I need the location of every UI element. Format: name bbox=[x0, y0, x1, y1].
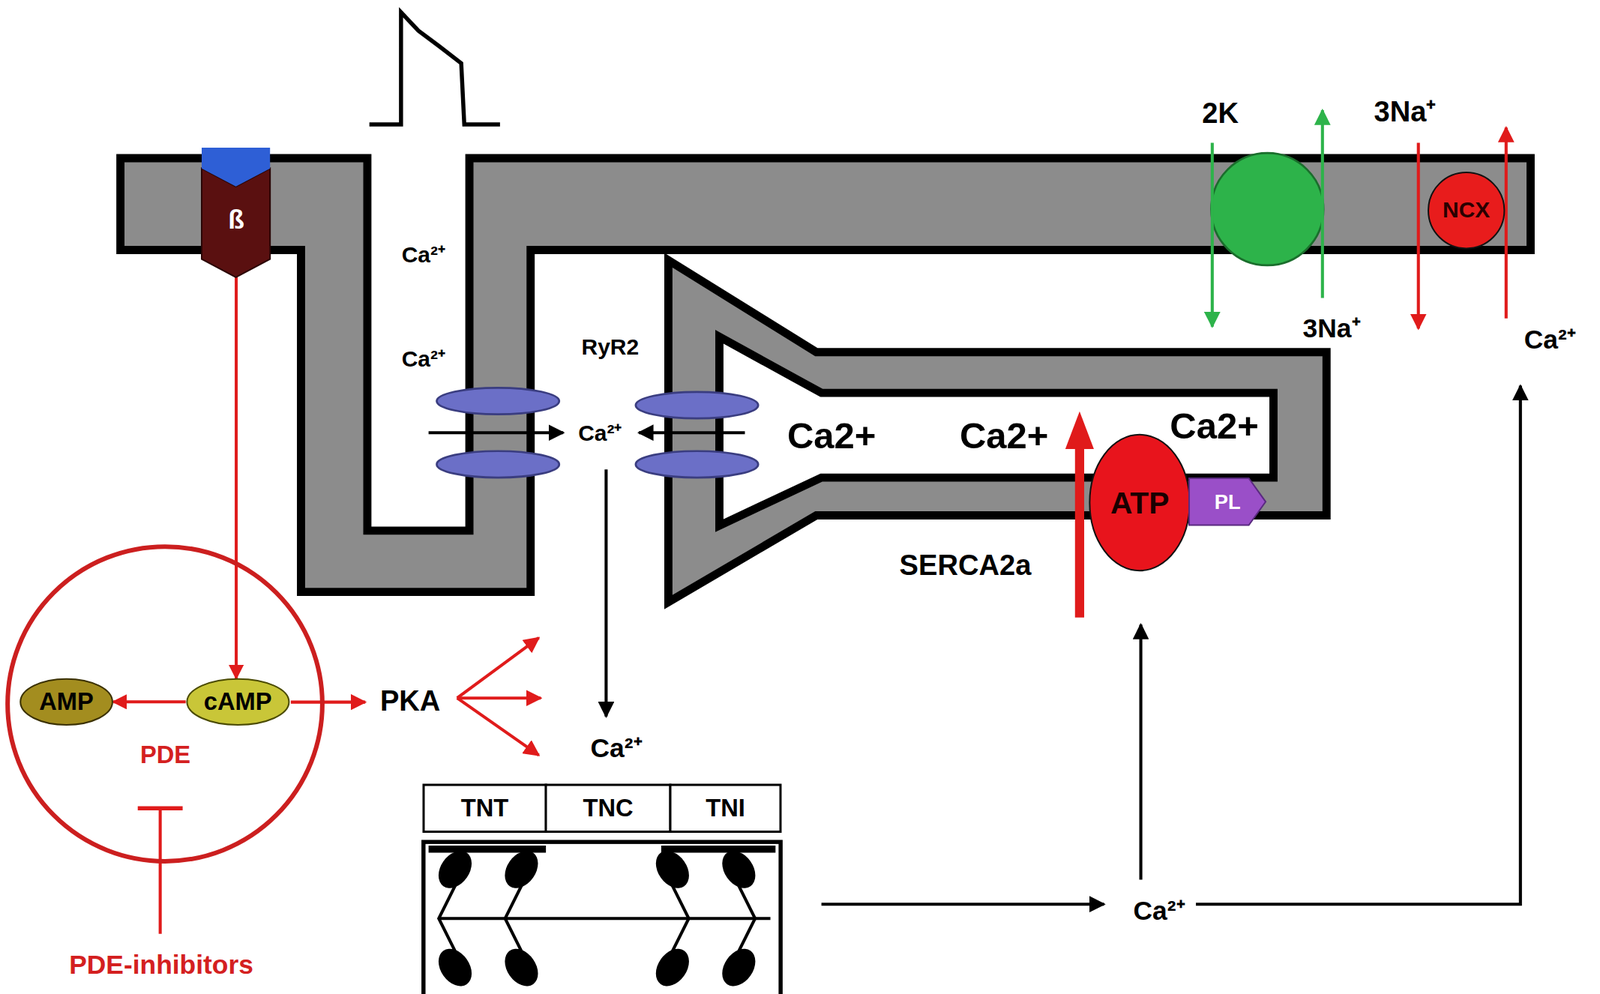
cell-outline bbox=[670, 785, 781, 833]
text-label: Ca²⁺ bbox=[1133, 896, 1186, 926]
ellipse-outline bbox=[1090, 434, 1190, 571]
cell-outline bbox=[545, 785, 671, 833]
thick-filament bbox=[438, 916, 771, 920]
node-label: cAMP bbox=[203, 689, 273, 715]
text-label: Ca2+ bbox=[1169, 406, 1259, 447]
node-label: PDE bbox=[140, 743, 191, 768]
node-label: TNC bbox=[583, 796, 634, 821]
text-label: 2K bbox=[1201, 98, 1239, 130]
action-potential bbox=[369, 11, 501, 125]
pump-ellipse: ATP bbox=[1088, 433, 1191, 573]
text-label: Ca2+ bbox=[787, 416, 876, 458]
myosin-head bbox=[715, 942, 762, 992]
ellipse-outline bbox=[20, 679, 113, 726]
pka-arrow bbox=[457, 698, 540, 756]
node-label: ATP bbox=[1110, 488, 1170, 519]
calcium-efflux-arrow bbox=[1504, 127, 1508, 319]
ellipse-outline bbox=[186, 679, 289, 726]
serca-uptake-arrow bbox=[1075, 446, 1085, 618]
activation-arrow bbox=[290, 701, 366, 705]
text-label: SERCA2a bbox=[899, 550, 1032, 582]
text-label: Ca2+ bbox=[959, 416, 1049, 458]
thin-filament bbox=[661, 845, 776, 854]
inhibition-bar bbox=[137, 806, 183, 811]
molecule-ellipse: cAMP bbox=[185, 678, 291, 726]
inhibition-line bbox=[158, 808, 162, 934]
text-label: PDE-inhibitors bbox=[68, 950, 254, 980]
calcium-flux-arrow bbox=[1139, 624, 1143, 880]
myosin-head bbox=[649, 942, 696, 992]
pentagon-outline bbox=[1189, 478, 1266, 526]
text-label: Ca²⁺ bbox=[401, 347, 446, 372]
table-cell: TNT bbox=[423, 785, 546, 833]
text-label: Ca²⁺ bbox=[590, 733, 643, 763]
myosin-head bbox=[715, 844, 762, 895]
signal-arrow bbox=[234, 276, 238, 679]
table-cell: TNI bbox=[670, 785, 781, 833]
ryr2-channel bbox=[436, 387, 559, 414]
ryr2-channel bbox=[436, 451, 559, 478]
calcium-flux-arrow bbox=[821, 902, 1105, 906]
node-label: NCX bbox=[1442, 198, 1490, 222]
sarcoplasmic-reticulum bbox=[668, 260, 1327, 603]
ryr2-channel bbox=[635, 451, 759, 478]
node-label: PL bbox=[1214, 491, 1241, 513]
calcium-flux-arrow bbox=[428, 431, 564, 435]
sarcomere bbox=[423, 841, 781, 994]
text-label: Ca²⁺ bbox=[578, 421, 622, 447]
sr-lumen bbox=[719, 336, 1274, 526]
node-label: AMP bbox=[38, 689, 94, 715]
calcium-release-arrow bbox=[638, 431, 746, 435]
regulator-tag: PL bbox=[1189, 478, 1266, 526]
receptor-symbol: ß bbox=[201, 147, 270, 278]
ring-outline bbox=[8, 546, 324, 862]
pka-arrow bbox=[457, 696, 542, 700]
signal-arrow bbox=[113, 700, 186, 704]
exchanger-circle: NCX bbox=[1427, 171, 1505, 249]
text-label: PKA bbox=[380, 686, 441, 718]
node-label: TNI bbox=[705, 796, 746, 821]
node-label: TNT bbox=[461, 796, 509, 821]
text-label: 3Na⁺ bbox=[1303, 314, 1361, 344]
text-label: Ca²⁺ bbox=[401, 242, 446, 268]
myosin-head bbox=[497, 942, 545, 992]
text-label: 3Na⁺ bbox=[1374, 96, 1437, 129]
serca-uptake-head bbox=[1065, 411, 1094, 450]
myosin-head bbox=[431, 844, 479, 895]
myosin-head bbox=[497, 844, 545, 895]
pka-arrow bbox=[457, 638, 540, 699]
ellipse-outline bbox=[1428, 172, 1505, 249]
cell-outline bbox=[423, 785, 546, 833]
na-k-pump bbox=[1210, 152, 1324, 266]
molecule-ellipse: AMP bbox=[19, 678, 114, 726]
node-label: ß bbox=[227, 206, 245, 233]
sodium-arrow bbox=[1417, 143, 1421, 330]
calcium-flux-arrow bbox=[1195, 386, 1521, 905]
ligand-cap bbox=[201, 147, 270, 187]
myosin-head bbox=[431, 942, 479, 992]
potassium-arrow bbox=[1210, 143, 1214, 327]
text-label: RyR2 bbox=[581, 334, 640, 360]
calcium-flux-arrow bbox=[604, 469, 608, 717]
sodium-arrow bbox=[1321, 110, 1325, 298]
myosin-head bbox=[649, 844, 696, 895]
ryr2-channel bbox=[635, 392, 759, 419]
highlight-ring: PDE AMP cAMP bbox=[3, 542, 327, 866]
table-cell: TNC bbox=[545, 785, 671, 833]
text-label: Ca²⁺ bbox=[1524, 325, 1577, 355]
